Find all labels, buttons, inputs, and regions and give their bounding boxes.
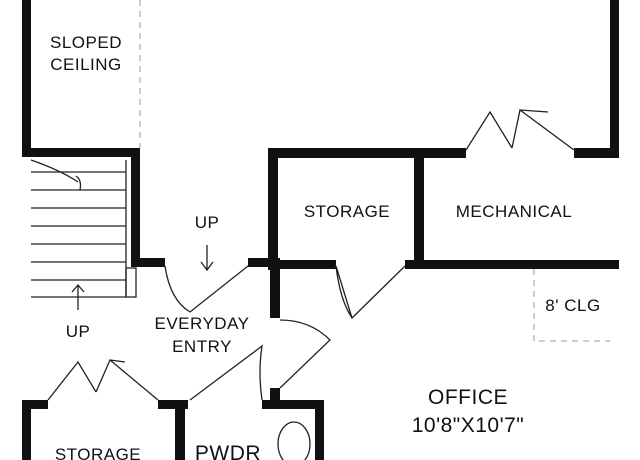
ceiling-height-label: 8' CLG bbox=[545, 296, 600, 315]
storage-top-label: STORAGE bbox=[304, 202, 390, 221]
wall-right-upper bbox=[610, 0, 619, 158]
everyday-entry-label-2: ENTRY bbox=[172, 337, 232, 356]
wall-stair-top bbox=[22, 148, 140, 157]
wall-storage-left bbox=[268, 148, 278, 270]
walls bbox=[22, 0, 619, 460]
up-arrow-center bbox=[200, 245, 214, 272]
sloped-ceiling-label-1: SLOPED bbox=[50, 33, 122, 52]
office-label: OFFICE bbox=[428, 386, 508, 409]
wall-stair-bottom bbox=[131, 258, 165, 267]
wall-storage-mech-divider bbox=[414, 148, 424, 268]
doors bbox=[47, 108, 575, 460]
ceiling-height-box bbox=[533, 269, 610, 342]
sloped-ceiling-label-2: CEILING bbox=[50, 55, 122, 74]
wall-stair-right bbox=[131, 148, 140, 266]
wall-pwdr-right bbox=[315, 400, 324, 460]
wall-lower-mid-top bbox=[158, 400, 188, 409]
wall-office-left-stub bbox=[270, 388, 280, 408]
stairs bbox=[30, 159, 137, 310]
up-label-center: UP bbox=[195, 213, 220, 232]
wall-storage-top bbox=[268, 148, 466, 158]
wall-entry-right bbox=[270, 258, 280, 318]
storage-bottom-label: STORAGE bbox=[55, 445, 141, 460]
toilet bbox=[277, 421, 311, 460]
powder-room-label: PWDR bbox=[195, 442, 261, 460]
wall-left-upper bbox=[22, 0, 31, 150]
wall-storage-bottom-a bbox=[268, 260, 336, 269]
stair-rail bbox=[30, 159, 82, 191]
up-arrow-left bbox=[71, 284, 85, 310]
office-dimensions: 10'8"X10'7" bbox=[412, 414, 525, 437]
up-label-left: UP bbox=[66, 322, 91, 341]
wall-lower-left-top bbox=[22, 400, 48, 409]
mechanical-label: MECHANICAL bbox=[456, 202, 572, 221]
wall-entry-stub bbox=[248, 258, 278, 267]
wall-left-lower bbox=[22, 400, 31, 460]
wall-mech-top-right bbox=[574, 148, 619, 158]
wall-pwdr-left bbox=[175, 400, 185, 460]
wall-pwdr-top bbox=[262, 400, 324, 409]
everyday-entry-label-1: EVERYDAY bbox=[154, 314, 249, 333]
wall-storage-bottom-b bbox=[405, 260, 619, 269]
